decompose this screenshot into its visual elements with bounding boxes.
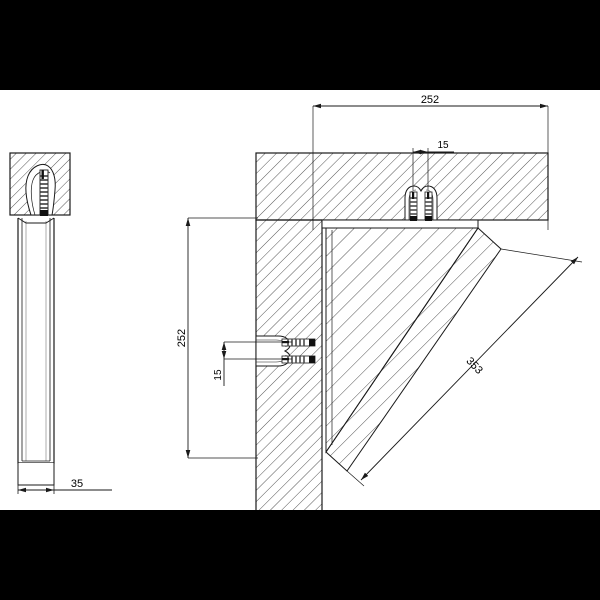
letterbox-bottom	[0, 510, 600, 600]
dim-left-height-252: 252	[176, 217, 258, 459]
top-anchor-assembly	[404, 185, 438, 221]
technical-drawing-svg: 35	[9, 94, 583, 510]
dim-rail-width-35: 35	[17, 478, 112, 494]
letterbox-top	[0, 0, 600, 90]
dim-top-gap-15: 15	[412, 140, 454, 190]
connector-plate	[321, 219, 479, 452]
fixing-screw-elevation	[39, 169, 49, 216]
side-elevation-view	[9, 152, 71, 486]
dim-top-width-252: 252	[312, 94, 549, 230]
dim-label-35: 35	[71, 478, 83, 490]
dim-label-left-252: 252	[176, 329, 188, 347]
dim-label-top-15: 15	[437, 140, 449, 151]
vertical-rail-profile	[17, 217, 55, 464]
side-screw-2	[281, 355, 316, 364]
side-screw-1	[281, 338, 316, 347]
plan-section-view	[255, 152, 549, 510]
dim-mid-gap-15: 15	[213, 341, 292, 386]
anchor-screw-1	[409, 191, 418, 221]
rail-end-cap	[17, 463, 55, 486]
dim-label-top-252: 252	[421, 94, 439, 106]
dim-label-diagonal-353: 353	[463, 355, 484, 377]
dim-label-mid-15: 15	[213, 369, 224, 381]
top-member	[255, 152, 549, 221]
side-anchor-assembly	[255, 335, 316, 367]
drawing-canvas: 35	[0, 90, 600, 510]
anchor-screw-2	[424, 191, 433, 221]
